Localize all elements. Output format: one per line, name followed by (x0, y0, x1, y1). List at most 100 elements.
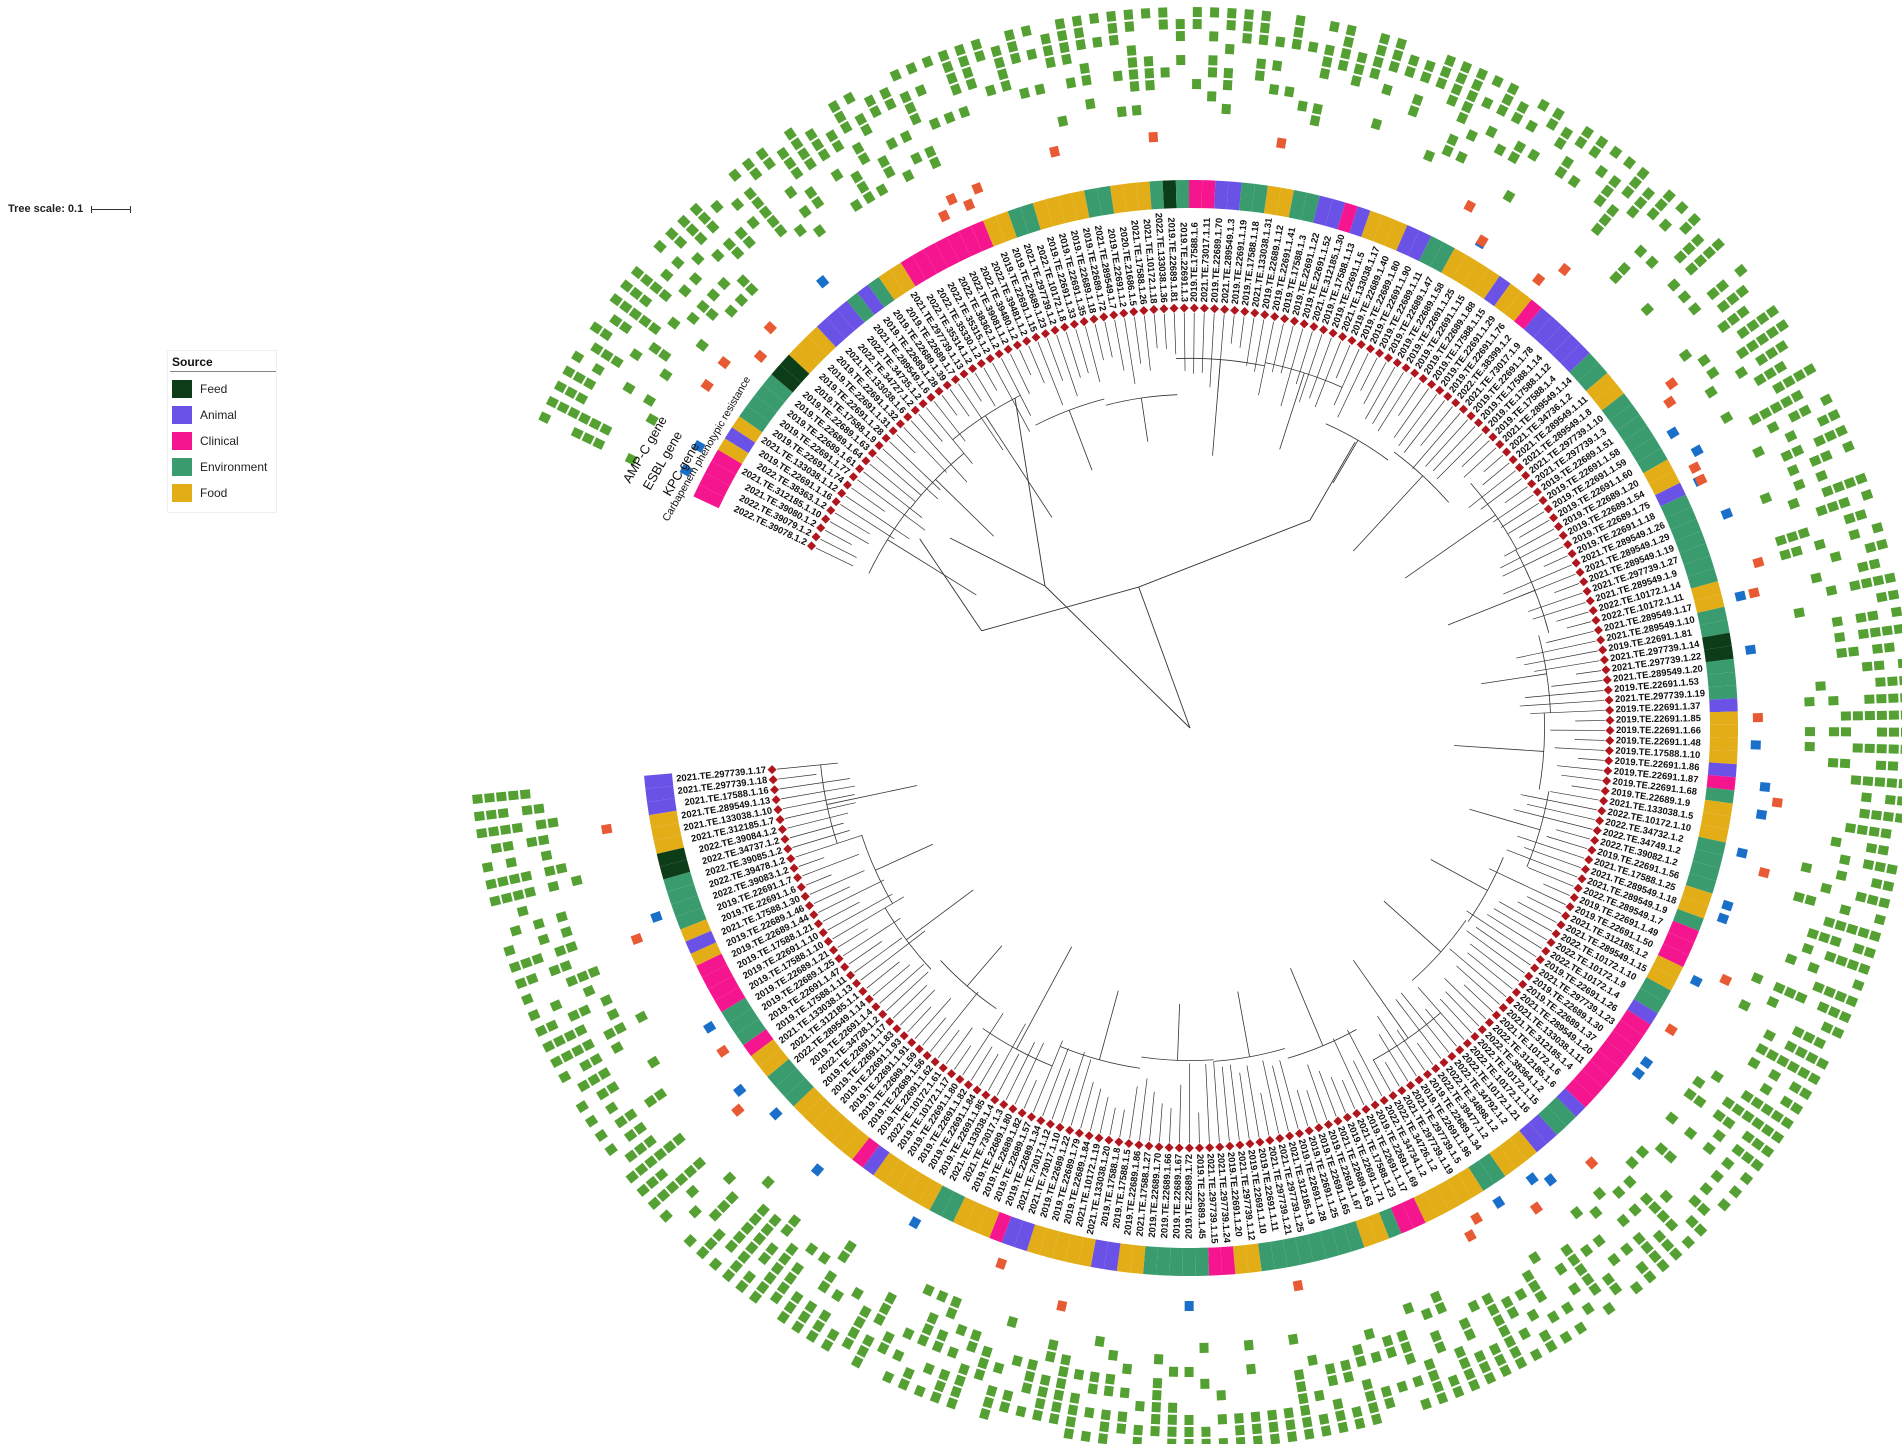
source-cell (1551, 334, 1581, 364)
resistance-cell (1792, 478, 1806, 491)
resistance-cell (1450, 83, 1463, 96)
source-cell (721, 997, 752, 1024)
tip-branch (1393, 388, 1429, 438)
resistance-cell (689, 202, 703, 217)
tip-marker (1569, 893, 1579, 903)
resistance-cell (970, 1329, 982, 1342)
resistance-cell (1396, 1329, 1409, 1343)
resistance-cell (1569, 1205, 1584, 1220)
tip-branch (910, 420, 968, 483)
resistance-cell (1760, 1144, 1775, 1158)
resistance-cell (1129, 81, 1140, 92)
resistance-cell (579, 1058, 593, 1072)
source-cell (1110, 184, 1127, 214)
tip-marker (990, 1095, 1000, 1105)
resistance-cell (1465, 129, 1478, 143)
amp-c-cell (1475, 234, 1489, 248)
source-cell (1657, 943, 1689, 968)
resistance-cell (1581, 1272, 1595, 1287)
resistance-cell (1827, 758, 1839, 768)
resistance-cell (1609, 145, 1623, 160)
resistance-cell (1876, 710, 1887, 720)
resistance-cell (1200, 1378, 1210, 1389)
resistance-cell (1243, 21, 1253, 32)
tip-marker (811, 532, 821, 542)
resistance-cell (1061, 53, 1072, 66)
resistance-cell (697, 211, 712, 225)
resistance-cell (1612, 1185, 1626, 1200)
tip-branch (992, 362, 1031, 432)
resistance-cell (1073, 27, 1085, 39)
resistance-cell (763, 1271, 777, 1285)
resistance-cell (1665, 1111, 1679, 1125)
resistance-cell (1534, 1289, 1548, 1304)
resistance-cell (1192, 6, 1202, 18)
resistance-cell (1753, 373, 1767, 387)
tip-marker (1265, 1135, 1275, 1145)
amp-c-cell (995, 1257, 1008, 1270)
tip-marker (1352, 1108, 1362, 1119)
resistance-cell (1673, 250, 1688, 264)
resistance-cell (1861, 661, 1873, 672)
resistance-cell (790, 1261, 805, 1276)
clade-branch (875, 843, 934, 871)
resistance-cell (1790, 545, 1803, 558)
tip-marker (1094, 1133, 1104, 1143)
tip-branch (1280, 325, 1294, 374)
tip-marker (1285, 1131, 1295, 1141)
resistance-cell (1846, 958, 1860, 971)
resistance-cell (1873, 660, 1885, 671)
tip-branch (1461, 440, 1490, 468)
resistance-cell (1860, 577, 1873, 589)
tip-branch (781, 785, 856, 800)
resistance-cell (1370, 118, 1383, 131)
resistance-cell (1751, 1116, 1765, 1131)
resistance-cell (521, 993, 534, 1006)
amp-c-cell (1532, 272, 1546, 287)
resistance-cell (974, 49, 986, 63)
resistance-cell (1435, 76, 1448, 90)
resistance-cell (1786, 464, 1800, 477)
tip-marker (1074, 1128, 1084, 1138)
resistance-cell (1459, 61, 1473, 74)
resistance-cell (1242, 33, 1252, 44)
resistance-cell (1094, 1335, 1105, 1348)
resistance-cell (1307, 41, 1319, 53)
resistance-cell (1864, 710, 1875, 721)
source-cell (1276, 187, 1295, 218)
tip-branch (1347, 1029, 1383, 1097)
resistance-cell (1636, 166, 1650, 181)
resistance-cell (1492, 1313, 1506, 1327)
resistance-cell (1831, 1026, 1845, 1039)
resistance-cell (691, 252, 705, 266)
source-cell (1586, 372, 1616, 401)
resistance-cell (521, 805, 533, 816)
resistance-cell (721, 1268, 736, 1283)
resistance-cell (1002, 1389, 1014, 1402)
tip-branch (929, 991, 979, 1052)
source-cell (1058, 193, 1078, 224)
resistance-cell (783, 127, 797, 141)
resistance-cell (1893, 623, 1902, 635)
resistance-cell (1223, 67, 1234, 79)
tip-branch (1179, 1084, 1182, 1143)
resistance-cell (1875, 760, 1887, 771)
resistance-cell (1696, 1202, 1711, 1217)
resistance-cell (1053, 1389, 1065, 1401)
tip-branch (1524, 847, 1581, 868)
resistance-cell (1465, 89, 1479, 103)
resistance-cell (572, 371, 586, 385)
resistance-cell (1458, 1317, 1472, 1331)
resistance-cell (1037, 1385, 1049, 1398)
resistance-cell (1813, 538, 1826, 551)
resistance-cell (1794, 991, 1808, 1004)
resistance-cell (1750, 1096, 1764, 1110)
tip-branch (1517, 835, 1585, 859)
source-cell (807, 326, 836, 356)
tip-marker (1323, 1119, 1333, 1130)
source-cell (1373, 215, 1396, 246)
resistance-cell (936, 1329, 949, 1342)
tip-marker (1431, 1064, 1441, 1074)
resistance-cell (685, 223, 700, 237)
resistance-cell (1855, 612, 1867, 624)
